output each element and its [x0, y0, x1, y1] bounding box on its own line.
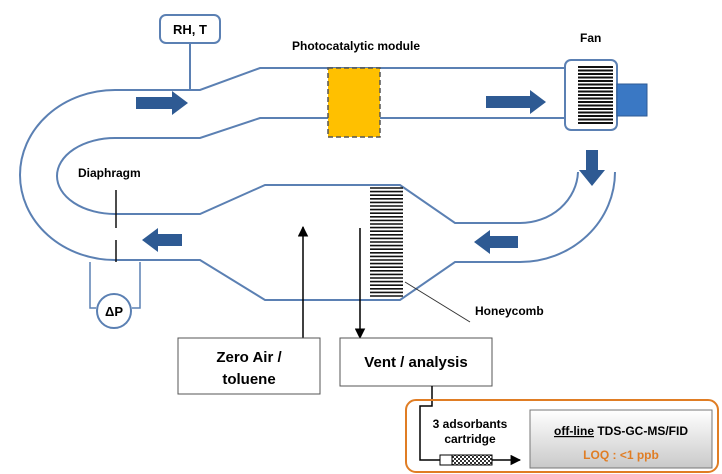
flow-arrow-icon	[486, 90, 546, 114]
delta-p-label: ΔP	[105, 304, 123, 319]
offline-underlined: off-line	[554, 424, 594, 438]
flow-arrow-icon	[136, 91, 188, 115]
zero-air-label-line2: toluene	[222, 371, 275, 388]
pipe-outer-wall	[19, 67, 616, 301]
vent-label: Vent / analysis	[364, 354, 467, 371]
fan-label: Fan	[580, 31, 601, 45]
offline-analysis-box	[529, 409, 713, 469]
adsorbent-cartridge	[439, 454, 493, 466]
flow-arrow-icon	[579, 150, 605, 186]
rh-t-box	[159, 14, 221, 44]
loop-pipe	[19, 67, 616, 301]
rh-t-sensor: RH, T	[159, 14, 221, 90]
motor-icon	[616, 83, 648, 117]
photocatalytic-module-label: Photocatalytic module	[292, 39, 420, 53]
delta-p-gauge	[96, 293, 132, 329]
pipe-inner-wall	[56, 117, 579, 224]
honeycomb	[370, 187, 403, 297]
honeycomb-leader-line	[404, 281, 471, 323]
flow-arrows	[136, 90, 605, 254]
zero-air-label-line1: Zero Air /	[216, 349, 282, 366]
cartridge-label-line2: cartridge	[444, 432, 496, 446]
analysis-section-frame	[405, 399, 719, 473]
offline-analysis-label: off-line TDS-GC-MS/FID	[554, 424, 688, 438]
flow-arrow-icon	[142, 228, 182, 252]
flow-arrow-icon	[474, 230, 518, 254]
diaphragm-label: Diaphragm	[78, 166, 141, 180]
fan-icon	[564, 59, 648, 131]
photocatalytic-module	[327, 67, 381, 138]
offline-method: TDS-GC-MS/FID	[594, 424, 688, 438]
vent-box	[339, 337, 493, 387]
loq-label: LOQ : <1 ppb	[583, 448, 659, 462]
zero-air-box	[177, 337, 321, 395]
cartridge-label-line1: 3 adsorbants	[433, 417, 508, 431]
honeycomb-label: Honeycomb	[475, 304, 544, 318]
pressure-taps	[89, 262, 141, 309]
rh-t-label: RH, T	[173, 22, 207, 37]
